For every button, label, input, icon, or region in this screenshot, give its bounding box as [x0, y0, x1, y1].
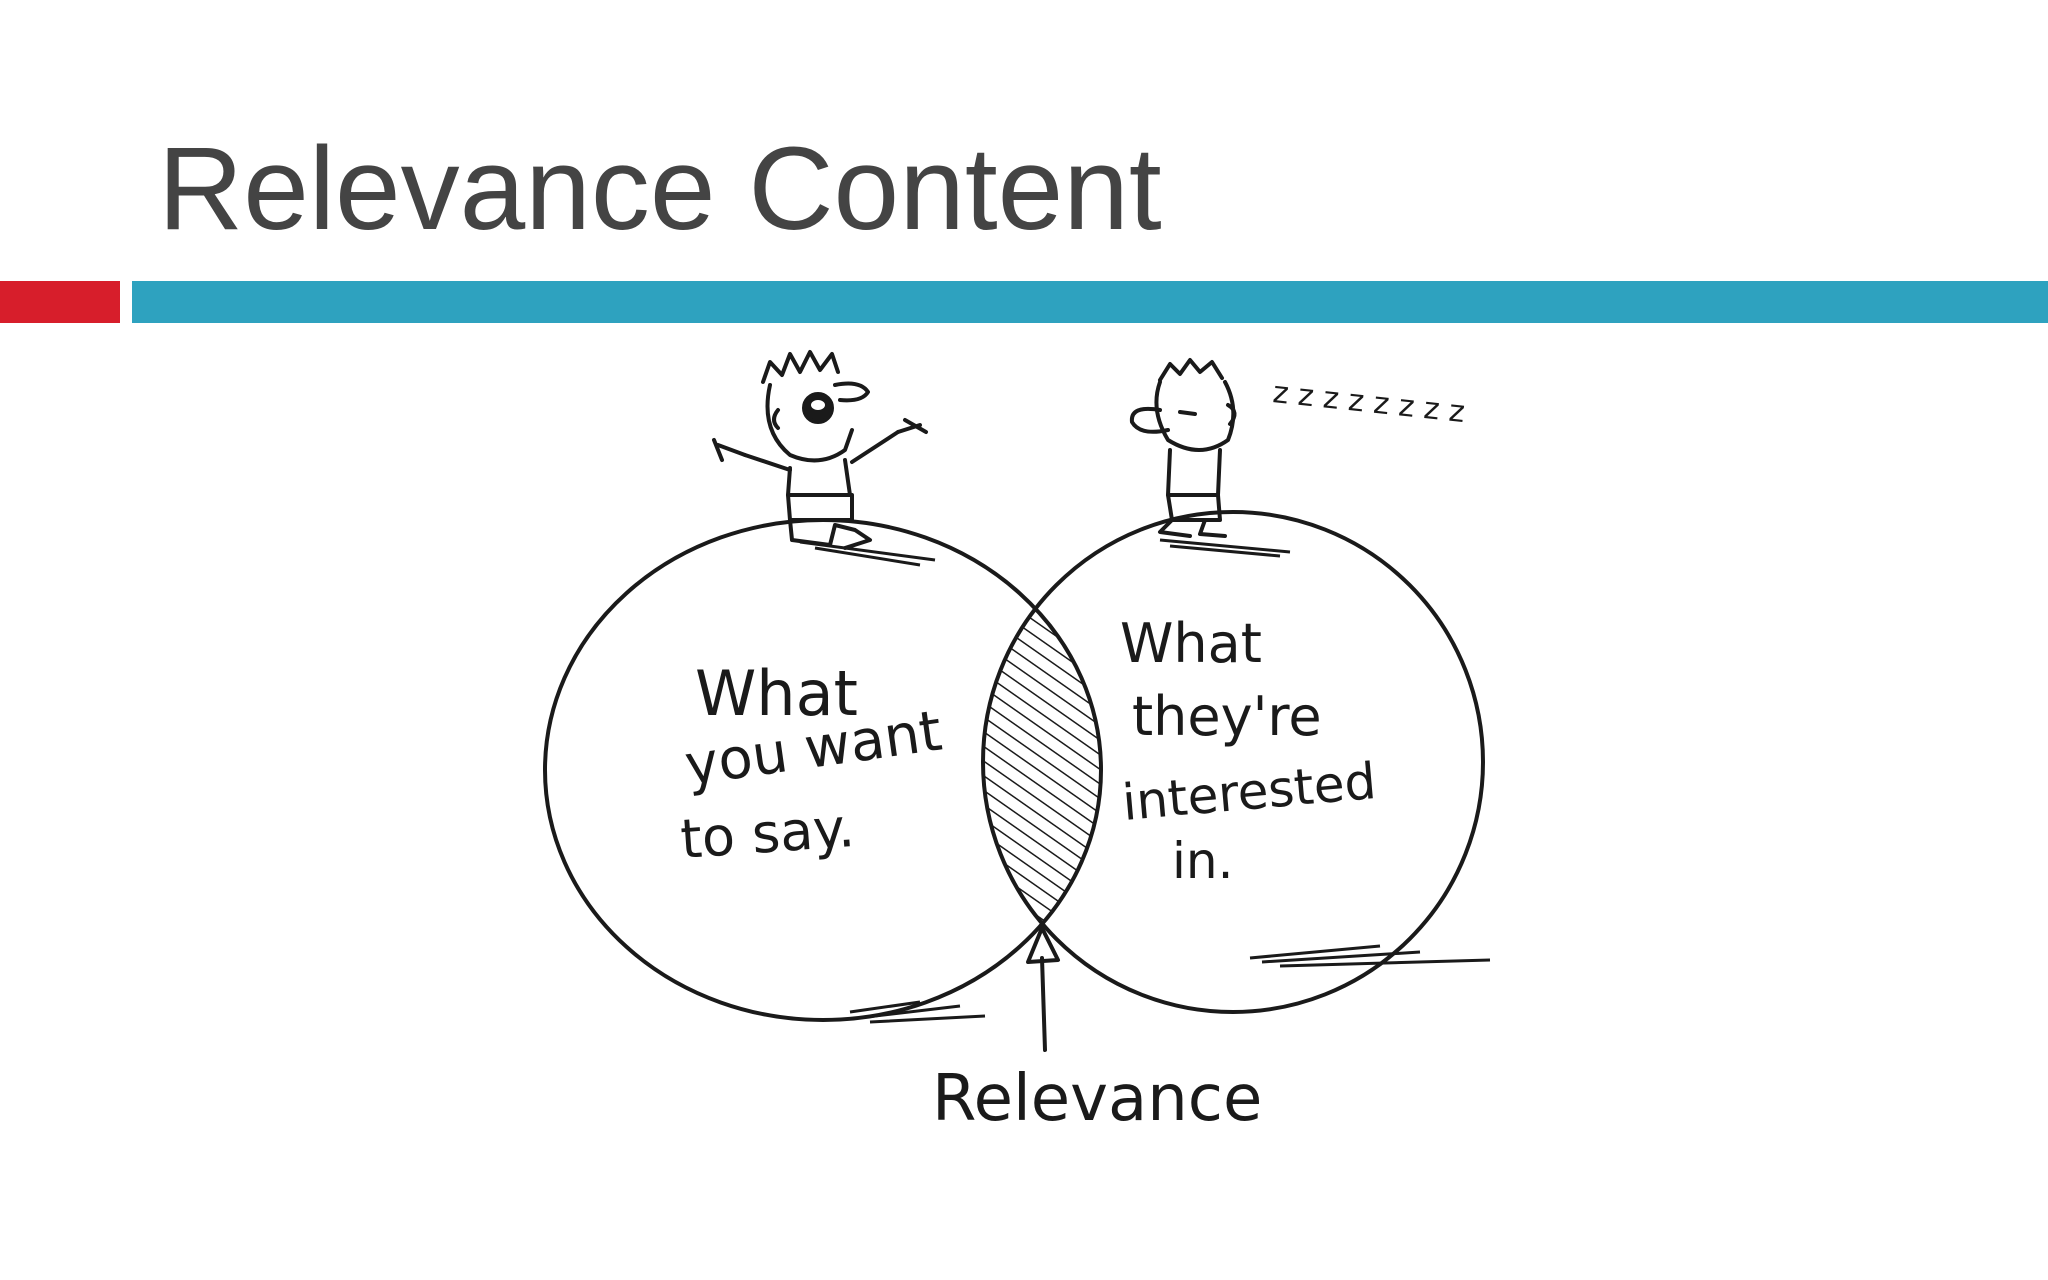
- relevance-pointer-arrow: [1026, 926, 1060, 1052]
- title-accent-bar-red: [0, 281, 120, 323]
- slide-title: Relevance Content: [158, 123, 1162, 255]
- right-circle: [981, 510, 1485, 1014]
- excited-speaker-figure: [712, 350, 928, 550]
- right-circle-line: they're: [1132, 685, 1322, 748]
- ground-shadow-scribbles: [799, 538, 1491, 1024]
- right-circle-label: What they're interested in.: [1120, 612, 1378, 890]
- relevance-pointer-label: Relevance: [932, 1062, 1262, 1136]
- right-circle-line: What: [1120, 612, 1262, 675]
- relevance-overlap-hatch: [983, 520, 1101, 1012]
- right-circle-line: in.: [1172, 832, 1233, 890]
- sleep-zzz-text: z z z z z z z z: [1271, 375, 1466, 430]
- left-circle-line: to say.: [679, 796, 857, 871]
- left-circle-label: What you want to say.: [679, 657, 946, 871]
- right-circle-line: interested: [1120, 752, 1378, 832]
- left-circle-line: What: [695, 657, 858, 730]
- title-accent-bar-teal: [132, 281, 2048, 323]
- sleepy-listener-figure: [1129, 358, 1237, 538]
